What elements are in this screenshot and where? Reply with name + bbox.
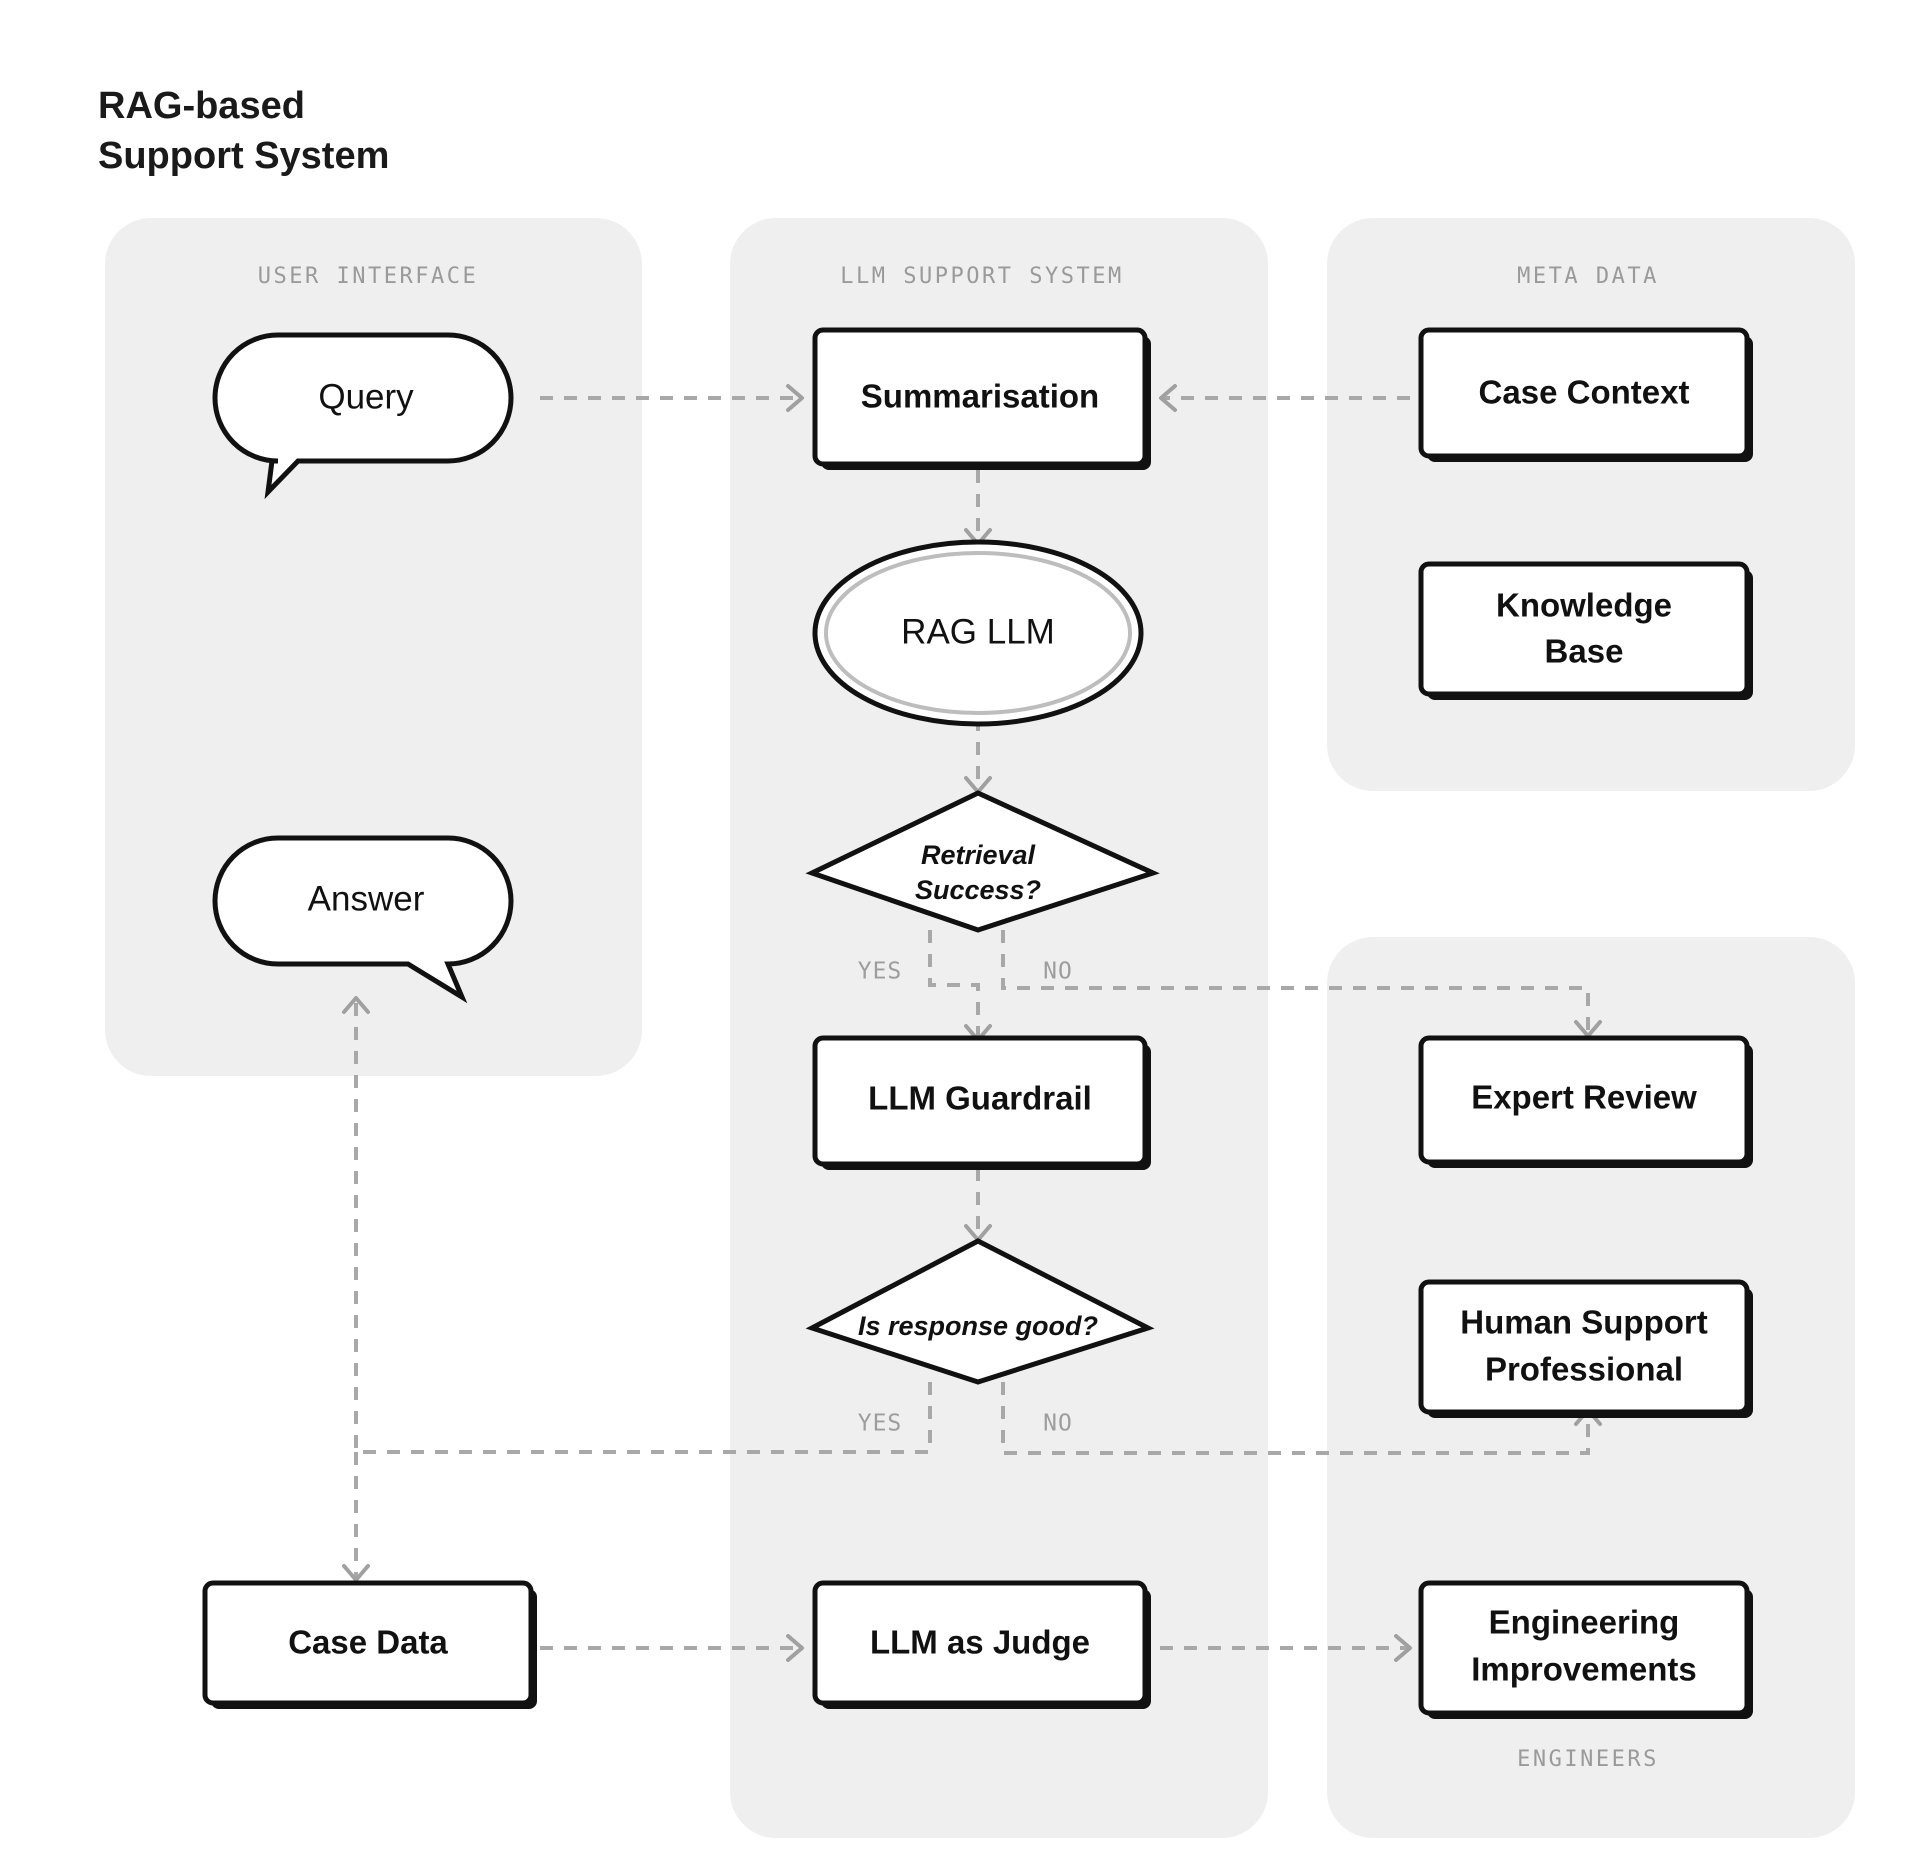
retrieval-success-label-line2: Success?: [915, 875, 1041, 905]
engineering-improvements-box: [1418, 1580, 1750, 1716]
human-support-label-line2: Professional: [1485, 1351, 1683, 1388]
node-case-data[interactable]: Case Data: [202, 1580, 537, 1709]
panel-meta-data-label: META DATA: [1517, 264, 1659, 289]
node-summarisation[interactable]: Summarisation: [812, 327, 1151, 470]
node-retrieval-success[interactable]: Retrieval Success?: [805, 790, 1160, 933]
panel-llm-support-system-label: LLM SUPPORT SYSTEM: [840, 264, 1123, 289]
retrieval-success-label-line1: Retrieval: [921, 840, 1036, 870]
node-rag-llm[interactable]: RAG LLM: [812, 539, 1144, 727]
retrieval-success-diamond: [805, 790, 1160, 933]
edge-label-response-yes: YES: [858, 1411, 903, 1437]
llm-guardrail-box: [812, 1035, 1148, 1167]
is-response-good-diamond: [805, 1238, 1155, 1385]
edge-answer-branch-to-case-data: [342, 1452, 370, 1582]
case-context-box: [1418, 327, 1750, 459]
node-llm-as-judge[interactable]: LLM as Judge: [812, 1580, 1151, 1709]
llm-guardrail-label: LLM Guardrail: [868, 1080, 1092, 1117]
edge-retrieval-yes-to-llm-guardrail: YES: [858, 930, 992, 1042]
query-bubble-shape: [212, 332, 514, 500]
summarisation-box: [812, 327, 1148, 467]
edge-label-retrieval-no: NO: [1043, 959, 1073, 985]
node-engineering-improvements[interactable]: Engineering Improvements: [1418, 1580, 1753, 1719]
node-knowledge-base[interactable]: Knowledge Base: [1418, 561, 1753, 700]
llm-as-judge-label: LLM as Judge: [870, 1624, 1090, 1661]
node-expert-review[interactable]: Expert Review: [1418, 1035, 1753, 1168]
edge-label-response-no: NO: [1043, 1411, 1073, 1437]
node-query[interactable]: Query: [212, 332, 514, 500]
is-response-good-label: Is response good?: [858, 1311, 1098, 1341]
rag-llm-label: RAG LLM: [901, 612, 1055, 651]
expert-review-box: [1418, 1035, 1750, 1165]
edge-response-no-to-human-support: NO: [1001, 1382, 1602, 1455]
expert-review-label: Expert Review: [1471, 1079, 1697, 1116]
node-is-response-good[interactable]: Is response good?: [805, 1238, 1155, 1385]
human-support-label-line1: Human Support: [1460, 1304, 1707, 1341]
human-support-box: [1418, 1279, 1750, 1415]
knowledge-base-box: [1418, 561, 1750, 697]
page-title: RAG-based Support System: [98, 85, 389, 177]
case-data-box: [202, 1580, 534, 1706]
summarisation-label: Summarisation: [861, 378, 1099, 415]
panel-meta-data-bg: [1327, 218, 1855, 791]
edge-label-retrieval-yes: YES: [858, 959, 903, 985]
case-context-label: Case Context: [1479, 374, 1690, 411]
knowledge-base-label-line2: Base: [1545, 633, 1624, 670]
answer-label: Answer: [308, 879, 425, 918]
edge-case-data-to-llm-as-judge: [540, 1634, 804, 1662]
case-data-label: Case Data: [288, 1624, 448, 1661]
engineering-improvements-label-line1: Engineering: [1489, 1604, 1680, 1641]
edge-llm-as-judge-to-engineering-improvements: [1160, 1634, 1412, 1662]
knowledge-base-label-line1: Knowledge: [1496, 587, 1672, 624]
edge-query-to-summarisation: [540, 384, 804, 412]
llm-as-judge-box: [812, 1580, 1148, 1706]
panel-user-interface-label: USER INTERFACE: [258, 264, 478, 289]
page-title-line1: RAG-based: [98, 85, 305, 127]
node-answer[interactable]: Answer: [212, 835, 514, 1004]
node-human-support-professional[interactable]: Human Support Professional: [1418, 1279, 1753, 1418]
node-llm-guardrail[interactable]: LLM Guardrail: [812, 1035, 1151, 1170]
panel-engineers-label: ENGINEERS: [1517, 1747, 1659, 1772]
query-label: Query: [318, 377, 414, 416]
edge-case-context-to-summarisation: [1159, 384, 1410, 412]
panel-meta-data: META DATA: [1327, 218, 1855, 791]
answer-bubble-shape: [212, 835, 514, 1004]
engineering-improvements-label-line2: Improvements: [1471, 1651, 1697, 1688]
edge-response-yes-to-answer: YES: [342, 996, 932, 1454]
rag-llm-inner-ellipse: [824, 551, 1132, 715]
page-title-line2: Support System: [98, 135, 389, 177]
node-case-context[interactable]: Case Context: [1418, 327, 1753, 462]
